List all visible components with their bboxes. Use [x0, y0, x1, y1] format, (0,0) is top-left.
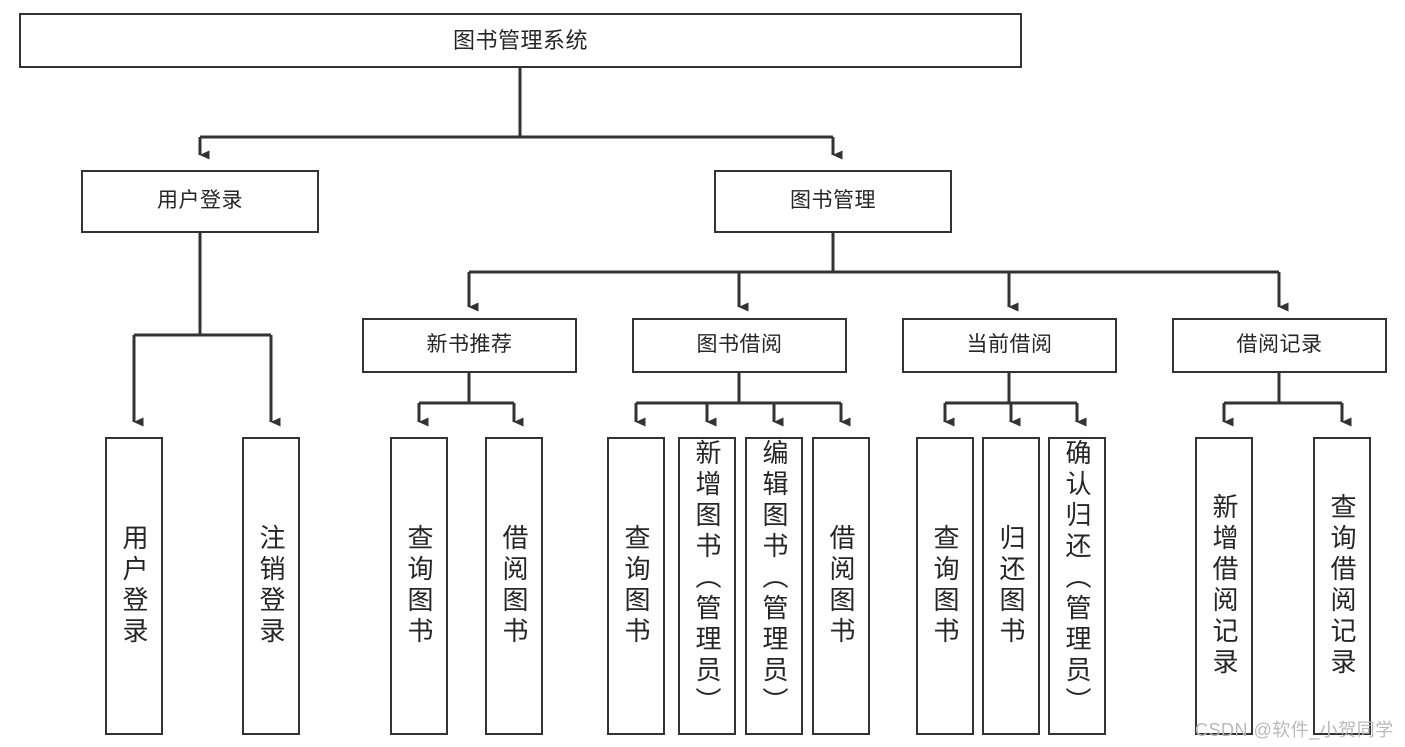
node-book-borrow[interactable]: 图书借阅 [632, 318, 847, 373]
leaf-edit-book-admin[interactable]: 编辑图书（管理员） [745, 437, 803, 735]
leaf-add-borrow-record[interactable]: 新增借阅记录 [1195, 437, 1253, 735]
leaf-borrow-book-1[interactable]: 借阅图书 [485, 437, 543, 735]
node-label: 确认归还（管理员） [1062, 439, 1092, 718]
leaf-query-book-2[interactable]: 查询图书 [607, 437, 665, 735]
node-label: 编辑图书（管理员） [759, 439, 789, 718]
node-label: 查询借阅记录 [1327, 493, 1357, 679]
node-book-manage[interactable]: 图书管理 [714, 170, 952, 233]
leaf-user-login[interactable]: 用户登录 [105, 437, 163, 735]
node-label: 图书借阅 [696, 333, 783, 357]
node-new-book-recommend[interactable]: 新书推荐 [362, 318, 577, 373]
leaf-query-book-1[interactable]: 查询图书 [390, 437, 448, 735]
node-current-borrow[interactable]: 当前借阅 [902, 318, 1117, 373]
node-label: 借阅图书 [826, 524, 856, 648]
node-label: 归还图书 [996, 524, 1026, 648]
leaf-return-book[interactable]: 归还图书 [982, 437, 1040, 735]
node-label: 用户登录 [119, 524, 149, 648]
node-label: 注销登录 [256, 524, 286, 648]
node-borrow-record[interactable]: 借阅记录 [1172, 318, 1387, 373]
leaf-confirm-return-admin[interactable]: 确认归还（管理员） [1048, 437, 1106, 735]
node-label: 新增借阅记录 [1209, 493, 1239, 679]
node-root-system[interactable]: 图书管理系统 [19, 13, 1022, 68]
node-label: 查询图书 [404, 524, 434, 648]
node-label: 图书管理系统 [452, 27, 588, 53]
node-label: 用户登录 [157, 189, 243, 213]
node-label: 当前借阅 [966, 333, 1053, 357]
leaf-add-book-admin[interactable]: 新增图书（管理员） [678, 437, 736, 735]
node-label: 新书推荐 [426, 333, 513, 357]
leaf-query-book-3[interactable]: 查询图书 [916, 437, 974, 735]
node-label: 查询图书 [621, 524, 651, 648]
node-label: 查询图书 [930, 524, 960, 648]
leaf-borrow-book-2[interactable]: 借阅图书 [812, 437, 870, 735]
node-label: 借阅记录 [1236, 333, 1323, 357]
node-label: 图书管理 [790, 189, 876, 213]
watermark-text: CSDN @软件_小贺同学 [1195, 720, 1394, 740]
node-label: 借阅图书 [499, 524, 529, 648]
node-user-login[interactable]: 用户登录 [81, 170, 319, 233]
node-label: 新增图书（管理员） [692, 439, 722, 718]
leaf-query-borrow-record[interactable]: 查询借阅记录 [1313, 437, 1371, 735]
leaf-logout[interactable]: 注销登录 [242, 437, 300, 735]
